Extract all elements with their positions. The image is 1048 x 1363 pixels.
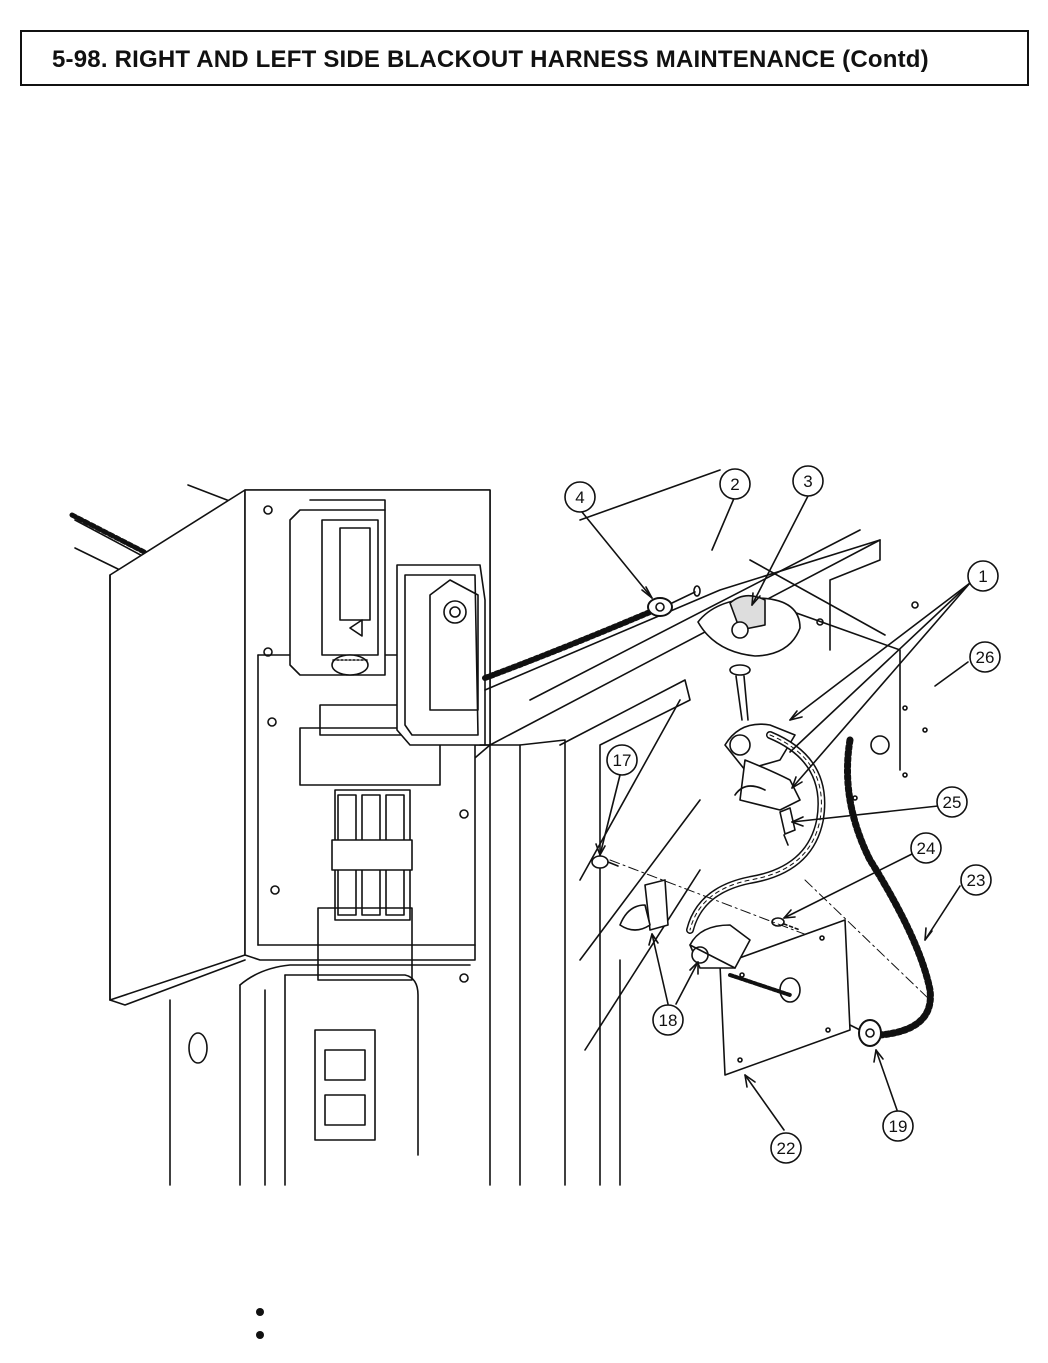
screw-24: [771, 917, 801, 931]
callout-2: 2: [719, 468, 751, 500]
cable-assembly-23: [844, 736, 934, 1039]
callout-18-label: 18: [659, 1011, 678, 1030]
section-title: 5-98. RIGHT AND LEFT SIDE BLACKOUT HARNE…: [52, 46, 929, 73]
section-header-box: 5-98. RIGHT AND LEFT SIDE BLACKOUT HARNE…: [20, 30, 1029, 86]
callout-22-label: 22: [777, 1139, 796, 1158]
callout-18: 18: [652, 1004, 684, 1036]
callout-23: 23: [960, 864, 992, 896]
callout-17: 17: [606, 744, 638, 776]
callout-25-label: 25: [943, 793, 962, 812]
cab-background-lines: [74, 469, 886, 746]
cable-assembly-4: [482, 585, 701, 681]
callout-3-label: 3: [803, 472, 812, 491]
callout-1-label: 1: [978, 567, 987, 586]
clamp-half-18: [619, 879, 669, 931]
callout-4: 4: [564, 481, 596, 513]
screw-25: [779, 807, 796, 846]
harness-clamp-1: [724, 723, 801, 811]
bullet-marker-1: [256, 1308, 264, 1316]
clamp-18: [689, 924, 792, 997]
callout-17-label: 17: [613, 751, 632, 770]
callout-1: 1: [967, 560, 999, 592]
meter-housing: [289, 499, 386, 676]
lower-cabinet: [169, 964, 471, 1186]
callout-26: 26: [969, 641, 1001, 673]
blackout-harness: [686, 731, 826, 934]
callout-23-label: 23: [967, 871, 986, 890]
callout-25: 25: [936, 786, 968, 818]
roof-plate: [484, 539, 928, 801]
grommet-3: [697, 594, 801, 721]
callout-19-label: 19: [889, 1117, 908, 1136]
callout-24-label: 24: [917, 839, 936, 858]
callout-4-label: 4: [575, 488, 584, 507]
callout-2-label: 2: [730, 475, 739, 494]
connector-housing: [396, 564, 486, 746]
callout-26-label: 26: [976, 648, 995, 667]
bullet-marker-2: [256, 1331, 264, 1339]
callout-leaders: [581, 495, 971, 1131]
screw-17: [591, 855, 619, 869]
upper-harness-cable: [69, 512, 153, 558]
callout-24: 24: [910, 832, 942, 864]
callout-3: 3: [792, 465, 824, 497]
callout-22: 22: [770, 1132, 802, 1164]
door-pillar: [479, 679, 701, 1186]
callout-19: 19: [882, 1110, 914, 1142]
mounting-plate-22: [719, 919, 851, 1076]
nut-19: [849, 1019, 882, 1047]
alignment-lines: [609, 859, 931, 1001]
